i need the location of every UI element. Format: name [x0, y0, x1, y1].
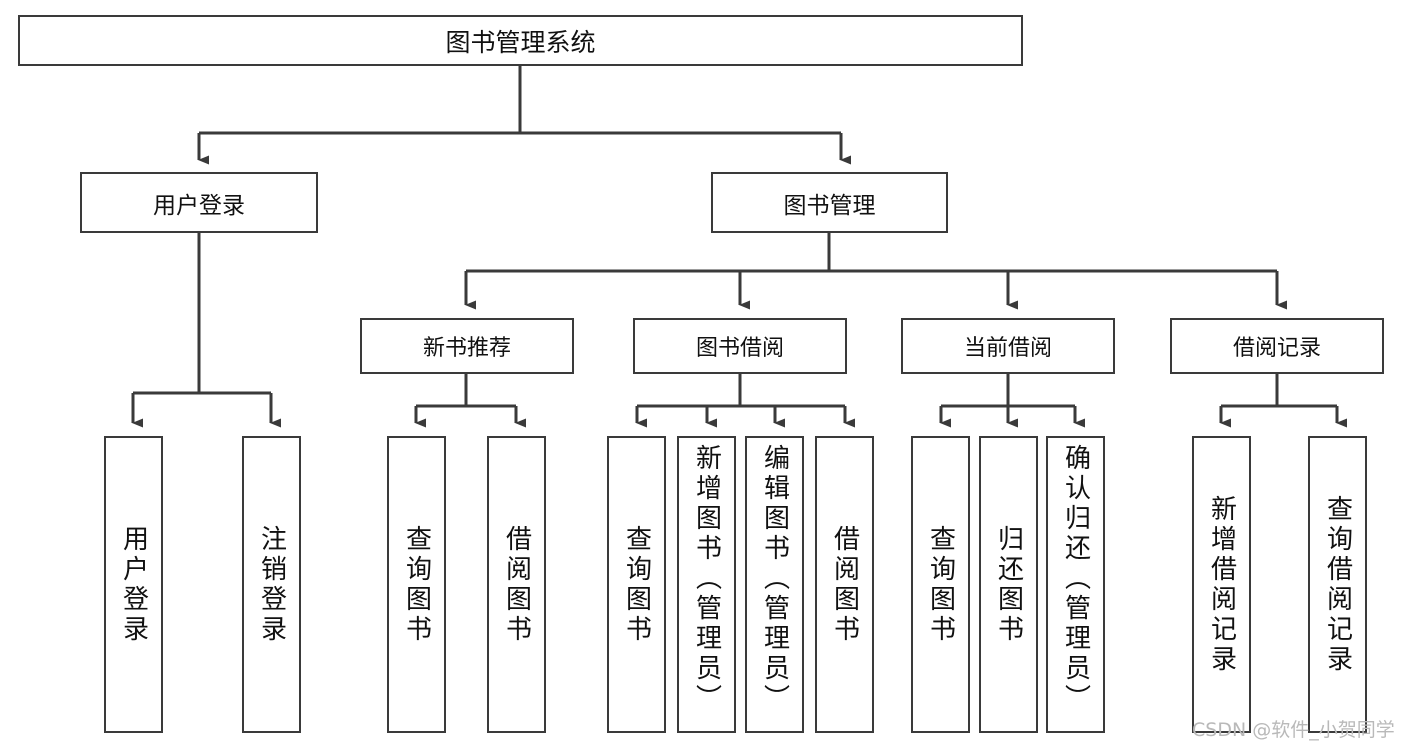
node-label: 借阅图书 — [829, 524, 860, 645]
leaf-borrow-record-add[interactable]: 新增借阅记录 — [1192, 436, 1251, 733]
node-label: 当前借阅 — [963, 336, 1052, 361]
node-label: 注销登录 — [256, 524, 287, 645]
node-label: 图书借阅 — [695, 336, 784, 361]
node-label: 查询图书 — [621, 524, 652, 645]
leaf-user-login-login[interactable]: 用户登录 — [104, 436, 163, 733]
node-current-borrow[interactable]: 当前借阅 — [901, 318, 1115, 374]
node-new-book-recommend[interactable]: 新书推荐 — [360, 318, 574, 374]
node-root-system[interactable]: 图书管理系统 — [18, 15, 1023, 66]
node-label: 归还图书 — [993, 524, 1024, 645]
leaf-current-borrow-return[interactable]: 归还图书 — [979, 436, 1038, 733]
node-label: 查询借阅记录 — [1322, 494, 1353, 675]
leaf-book-borrow-borrow[interactable]: 借阅图书 — [815, 436, 874, 733]
leaf-current-borrow-query[interactable]: 查询图书 — [911, 436, 970, 733]
node-borrow-record[interactable]: 借阅记录 — [1170, 318, 1384, 374]
leaf-user-login-logout[interactable]: 注销登录 — [242, 436, 301, 733]
node-label: 借阅记录 — [1232, 336, 1321, 361]
node-label: 新增借阅记录 — [1206, 494, 1237, 675]
node-label: 编辑图书（管理员） — [759, 444, 790, 714]
leaf-new-book-borrow[interactable]: 借阅图书 — [487, 436, 546, 733]
leaf-book-borrow-add[interactable]: 新增图书（管理员） — [677, 436, 736, 733]
leaf-current-borrow-confirm-return[interactable]: 确认归还（管理员） — [1046, 436, 1105, 733]
node-label: 用户登录 — [153, 192, 245, 219]
leaf-book-borrow-edit[interactable]: 编辑图书（管理员） — [745, 436, 804, 733]
node-label: 查询图书 — [401, 524, 432, 645]
node-label: 图书管理系统 — [445, 27, 596, 57]
leaf-new-book-query[interactable]: 查询图书 — [387, 436, 446, 733]
node-label: 查询图书 — [925, 524, 956, 645]
node-book-management[interactable]: 图书管理 — [711, 172, 948, 233]
node-label: 图书管理 — [783, 192, 876, 219]
node-label: 新书推荐 — [422, 336, 511, 361]
watermark-text: CSDN @软件_小贺同学 — [1192, 719, 1395, 741]
node-user-login[interactable]: 用户登录 — [80, 172, 318, 233]
node-label: 借阅图书 — [501, 524, 532, 645]
node-book-borrow[interactable]: 图书借阅 — [633, 318, 847, 374]
node-label: 新增图书（管理员） — [691, 444, 722, 714]
node-label: 确认归还（管理员） — [1060, 444, 1091, 714]
node-label: 用户登录 — [118, 524, 149, 645]
leaf-book-borrow-query[interactable]: 查询图书 — [607, 436, 666, 733]
leaf-borrow-record-query[interactable]: 查询借阅记录 — [1308, 436, 1367, 733]
